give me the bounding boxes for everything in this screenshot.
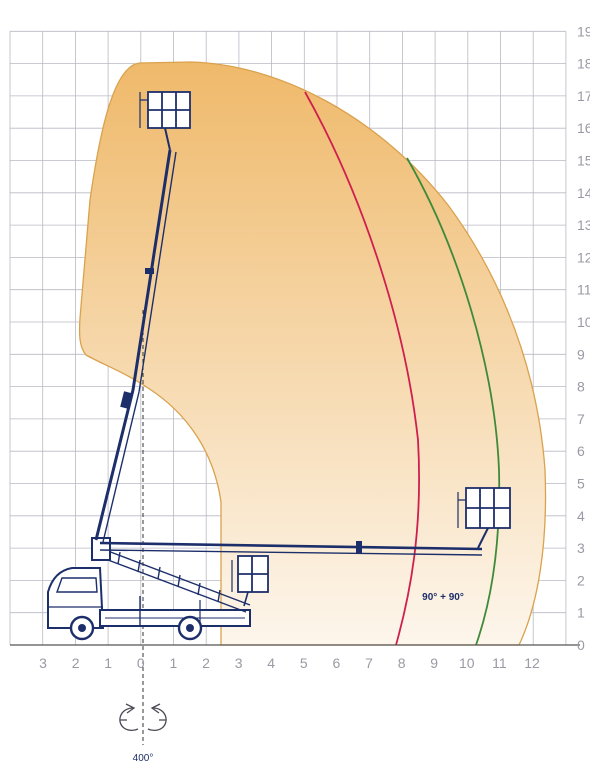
aerial-platform-machine	[47, 91, 511, 641]
x-tick-label: 12	[524, 655, 540, 671]
y-tick-label: 6	[577, 443, 585, 459]
y-tick-label: 14	[577, 185, 590, 201]
y-tick-label: 9	[577, 346, 585, 362]
x-tick-label: 10	[459, 655, 475, 671]
red-reach-limit-curve	[304, 91, 420, 646]
vertical-boom	[94, 149, 177, 543]
y-tick-label: 11	[577, 282, 590, 298]
x-tick-label: 4	[267, 655, 275, 671]
y-tick-label: 0	[577, 637, 585, 653]
x-tick-label: 6	[333, 655, 341, 671]
x-tick-label: 11	[492, 655, 507, 671]
y-tick-label: 7	[577, 411, 585, 427]
y-tick-label: 12	[577, 249, 590, 265]
x-tick-label: 5	[300, 655, 308, 671]
rotation-annotation: 400°	[133, 753, 154, 764]
x-tick-label: 9	[430, 655, 438, 671]
rotation-arrows-icon	[119, 703, 167, 732]
truck-cab	[47, 567, 105, 629]
stowed-basket	[231, 555, 269, 607]
y-tick-label: 18	[577, 56, 590, 72]
y-tick-label: 15	[577, 153, 590, 169]
x-tick-label: 2	[202, 655, 210, 671]
angle-annotation: 90° + 90°	[422, 592, 464, 603]
y-tick-label: 1	[577, 605, 585, 621]
x-tick-label: 8	[398, 655, 406, 671]
x-tick-label: 7	[365, 655, 373, 671]
y-tick-label: 5	[577, 476, 585, 492]
stowed-ladder-boom	[99, 547, 251, 613]
y-tick-label: 2	[577, 572, 585, 588]
y-tick-label: 10	[577, 314, 590, 330]
horizontal-boom	[99, 527, 489, 556]
x-tick-label: 3	[235, 655, 243, 671]
outreach-basket	[457, 487, 511, 529]
y-tick-label: 17	[577, 88, 590, 104]
x-tick-label: 0	[137, 655, 145, 671]
y-tick-label: 19	[577, 23, 590, 39]
green-reach-limit-curve	[406, 157, 501, 646]
y-tick-label: 3	[577, 540, 585, 556]
x-tick-label: 1	[104, 655, 112, 671]
y-tick-label: 13	[577, 217, 590, 233]
working-envelope	[78, 61, 547, 646]
x-tick-label: 2	[72, 655, 80, 671]
top-basket	[139, 91, 191, 151]
y-tick-label: 16	[577, 120, 590, 136]
truck-chassis	[99, 596, 251, 627]
x-tick-label: 3	[39, 655, 47, 671]
x-tick-label: 1	[170, 655, 178, 671]
turret	[91, 537, 111, 561]
y-tick-label: 8	[577, 379, 585, 395]
y-tick-label: 4	[577, 508, 585, 524]
